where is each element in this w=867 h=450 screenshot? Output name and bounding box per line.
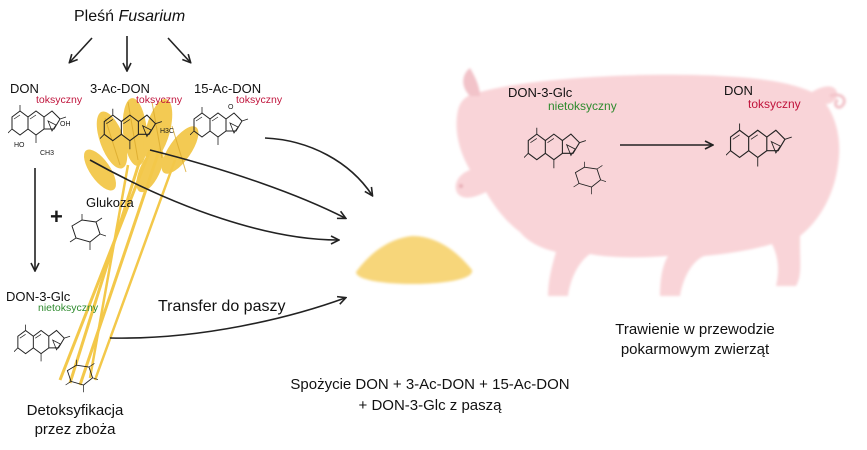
pig-glc-status: nietoksyczny bbox=[548, 99, 617, 113]
pig-don-status: toksyczny bbox=[748, 97, 801, 111]
pig-glc-label: DON-3-Glc bbox=[508, 85, 573, 100]
glucose-label: Glukoza bbox=[86, 195, 134, 210]
pig-ear bbox=[463, 68, 480, 96]
don3glc-molecule bbox=[14, 324, 71, 362]
arrows bbox=[35, 36, 712, 339]
chem-h3c: H3C bbox=[160, 128, 175, 135]
chem-o: O bbox=[228, 104, 234, 111]
glucose-molecule bbox=[69, 213, 106, 251]
chem-ch3: CH3 bbox=[40, 150, 55, 157]
don-label: DON bbox=[10, 81, 39, 96]
feed-pile bbox=[356, 236, 473, 284]
plus-sign: + bbox=[50, 204, 63, 229]
wheat-stem bbox=[68, 159, 142, 384]
arrow-don-to-feed bbox=[89, 159, 338, 240]
ac3-status: toksyczny bbox=[136, 94, 183, 106]
chem-oh-left: HO bbox=[14, 142, 25, 149]
wheat-stem bbox=[58, 149, 152, 381]
ac15-label: 15-Ac-DON bbox=[194, 81, 262, 96]
fusarium-title: Pleśń Fusarium bbox=[74, 9, 185, 25]
pig-nostril bbox=[459, 184, 463, 188]
don-molecule bbox=[8, 104, 67, 144]
arrow-glc-to-feed bbox=[109, 298, 345, 339]
arrow-to-don bbox=[70, 37, 93, 62]
pig-tail bbox=[829, 93, 846, 109]
don3glc-status: nietoksyczny bbox=[38, 302, 99, 314]
consumption-line1: Spożycie DON + 3-Ac-DON + 15-Ac-DON bbox=[290, 376, 570, 393]
detox-caption-line2: przez zboża bbox=[34, 421, 116, 438]
wheat-stem bbox=[88, 164, 130, 379]
pig-don-label: DON bbox=[724, 83, 753, 98]
ac3-label: 3-Ac-DON bbox=[90, 81, 150, 96]
ac15-status: toksyczny bbox=[236, 94, 283, 106]
ac15-molecule bbox=[190, 106, 249, 146]
consumption-line2: + DON-3-Glc z paszą bbox=[358, 397, 502, 414]
don-status: toksyczny bbox=[36, 94, 83, 106]
digestion-line2: pokarmowym zwierząt bbox=[620, 341, 770, 358]
pig-silhouette bbox=[455, 68, 846, 296]
arrow-15acdon-to-feed bbox=[264, 137, 372, 195]
fusarium-title-genus: Fusarium bbox=[118, 8, 186, 25]
arrow-3acdon-to-feed bbox=[149, 149, 345, 218]
detox-caption-line1: Detoksyfikacja bbox=[26, 402, 124, 419]
digestion-line1: Trawienie w przewodzie bbox=[615, 321, 775, 338]
transfer-label: Transfer do paszy bbox=[158, 298, 286, 315]
chem-oh: OH bbox=[60, 121, 71, 128]
pig-body bbox=[455, 74, 840, 296]
arrow-to-15acdon bbox=[167, 37, 190, 62]
don3glc-label: DON-3-Glc bbox=[6, 289, 71, 304]
fusarium-title-prefix: Pleśń bbox=[74, 8, 119, 25]
wheat-stem bbox=[93, 159, 177, 381]
